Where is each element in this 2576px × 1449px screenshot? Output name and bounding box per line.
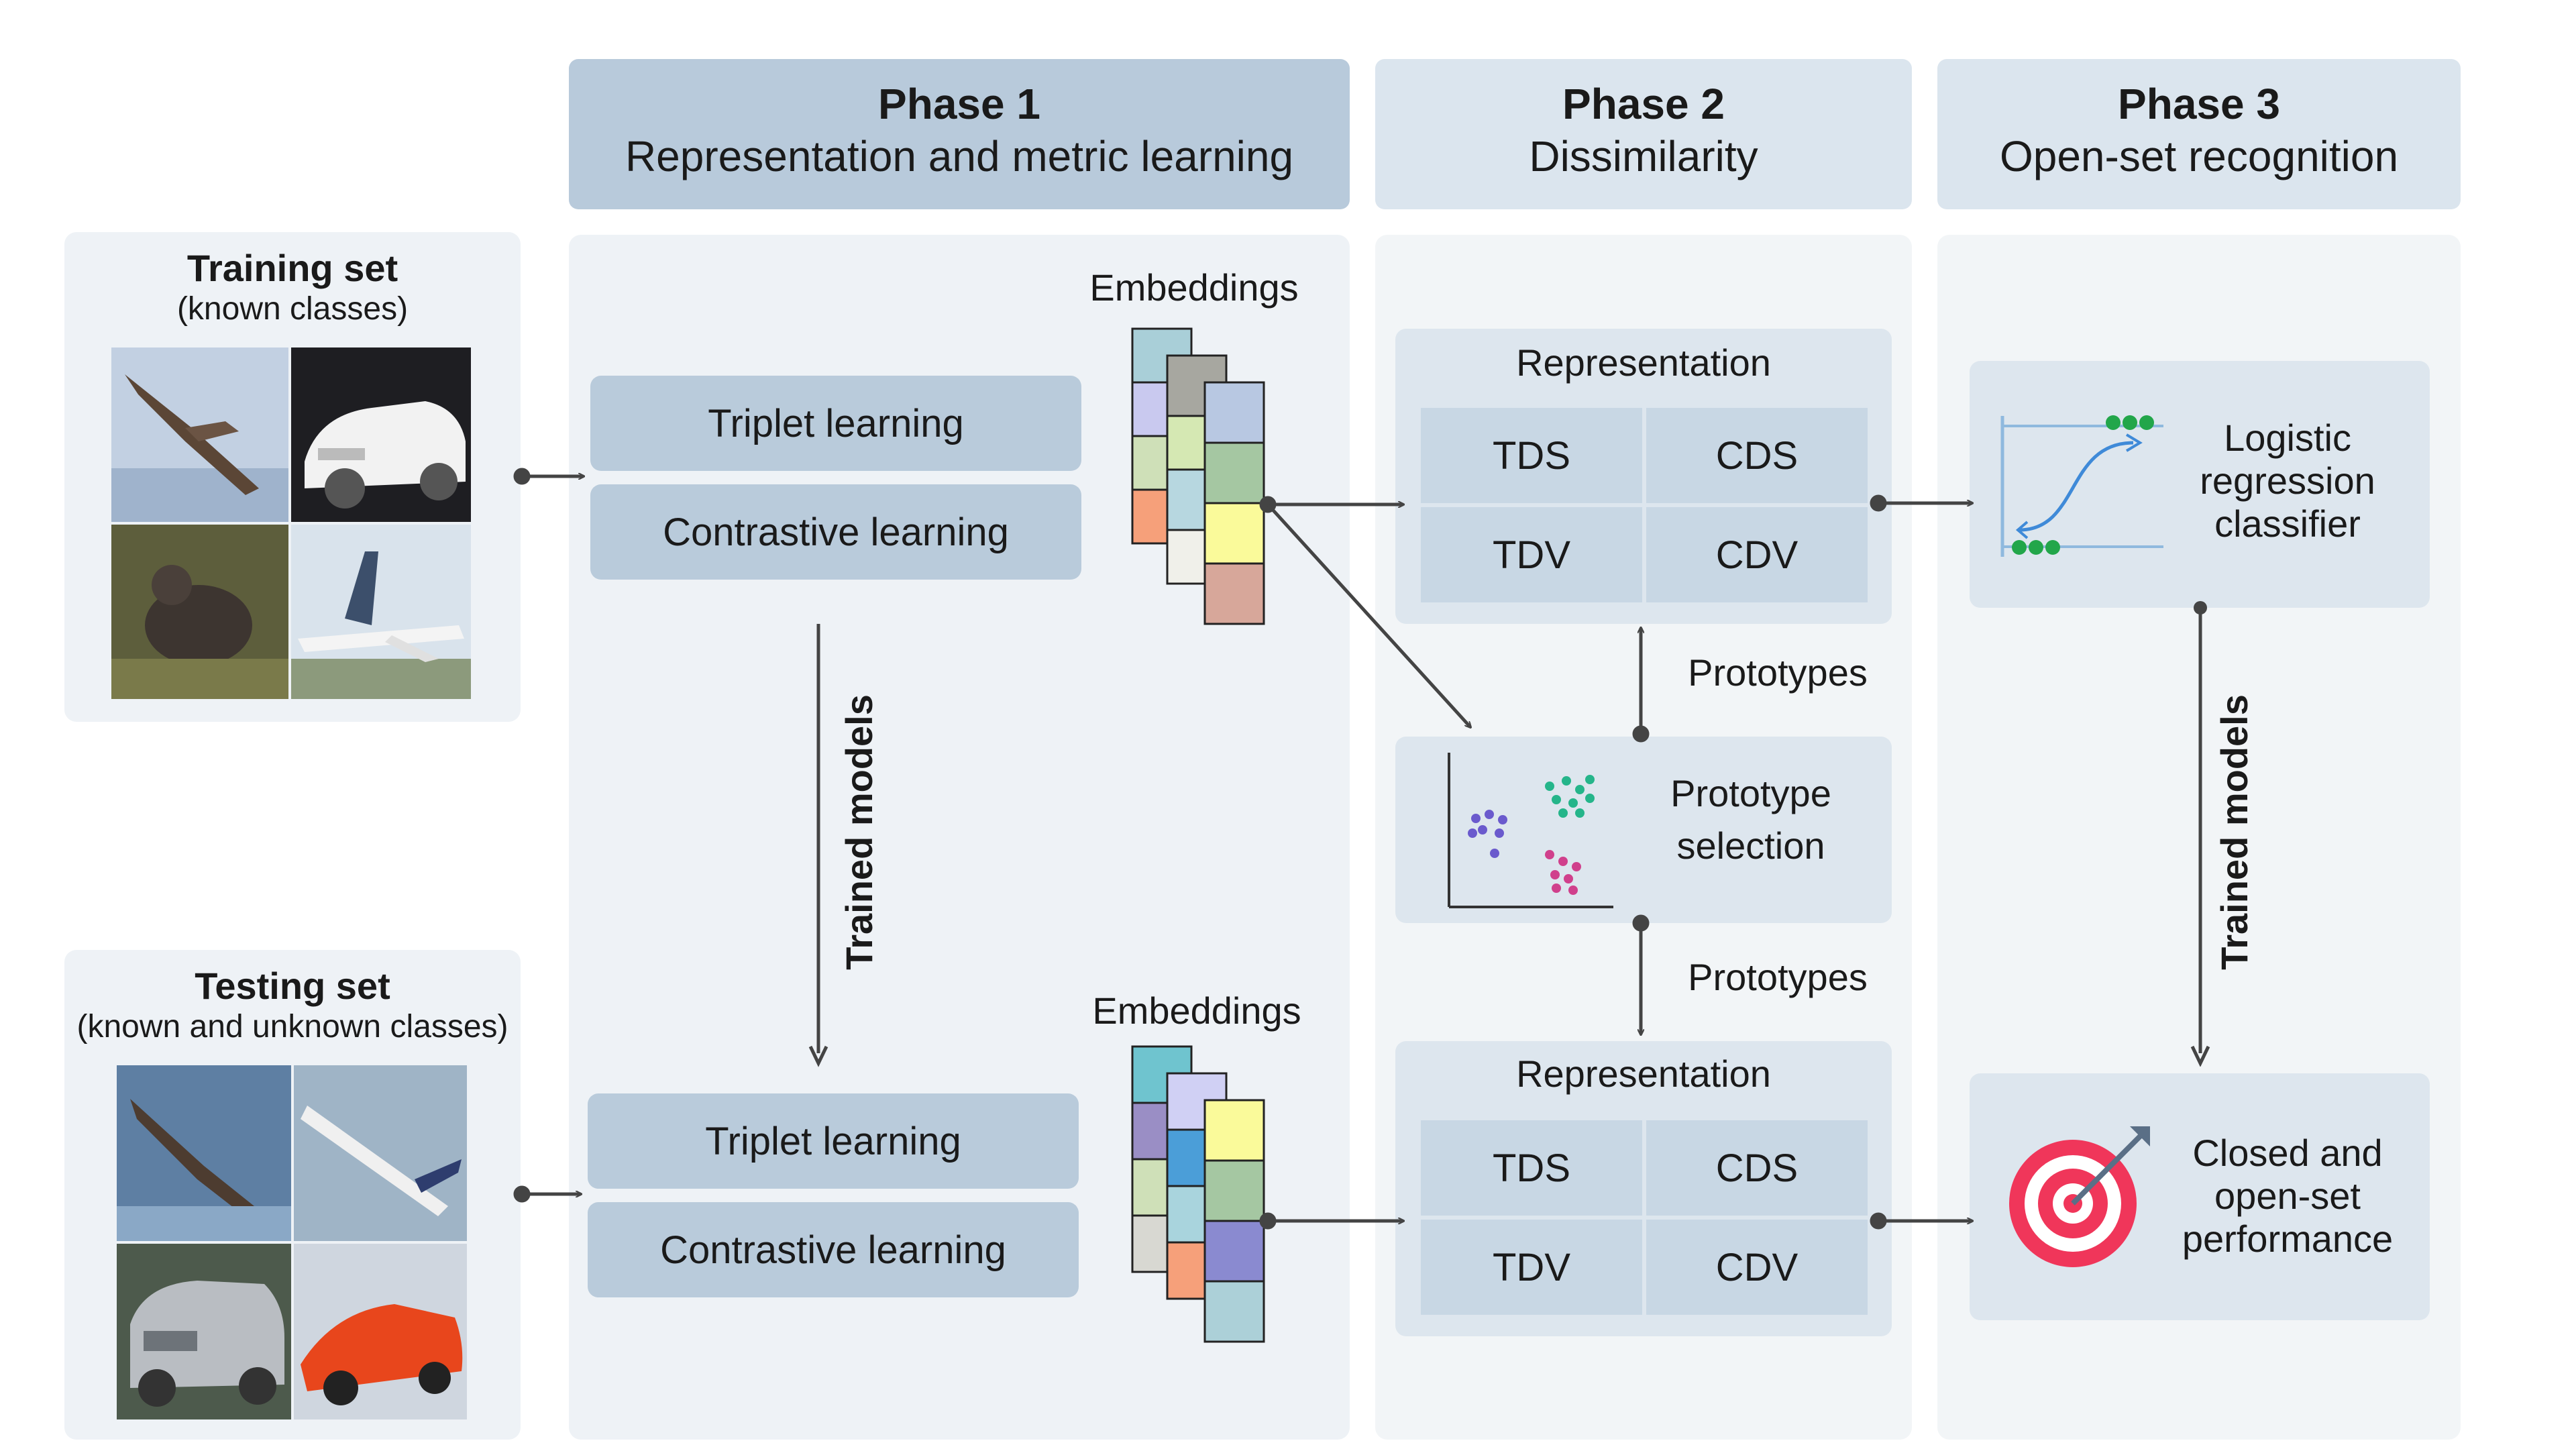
performance-line2: open-set — [2214, 1175, 2361, 1217]
phase2-title: Phase 2 — [1562, 80, 1725, 128]
embeddings-stack-top — [1131, 327, 1265, 625]
embeddings-stack-bottom — [1131, 1045, 1265, 1343]
rep-top-tdv: TDV — [1421, 507, 1642, 602]
testing-image-suv — [117, 1244, 291, 1419]
rep-bottom-cds: CDS — [1646, 1120, 1868, 1216]
triplet-learning-top: Triplet learning — [590, 376, 1081, 471]
phase2-subtitle: Dissimilarity — [1529, 132, 1758, 180]
phase1-title: Phase 1 — [878, 80, 1040, 128]
phase1-subtitle: Representation and metric learning — [625, 132, 1294, 180]
training-image-albatross-flying — [111, 347, 288, 522]
training-image-albatross-ground — [111, 525, 288, 699]
prototypes-label-top: Prototypes — [1688, 651, 1868, 694]
testing-image-jet — [294, 1065, 467, 1241]
sigmoid-icon — [2000, 415, 2163, 557]
scatter-icon — [1448, 753, 1613, 908]
triplet-learning-bottom: Triplet learning — [588, 1093, 1079, 1189]
prototype-selection-line1: Prototype — [1670, 772, 1831, 814]
training-image-airplane — [291, 525, 471, 699]
phase3-title: Phase 3 — [2118, 80, 2280, 128]
trained-models-label-phase1: Trained models — [837, 694, 880, 970]
trained-models-arrow-phase3 — [2190, 601, 2210, 1067]
testing-set-title: Testing set — [195, 965, 390, 1007]
rep-bottom-tdv: TDV — [1421, 1220, 1642, 1315]
prototype-selection-line2: selection — [1676, 824, 1825, 867]
trained-models-label-phase1-wrap: Trained models — [711, 694, 1006, 970]
trained-models-label-phase3-wrap: Trained models — [2086, 694, 2381, 970]
testing-image-sports-car — [294, 1244, 467, 1419]
contrastive-learning-top: Contrastive learning — [590, 484, 1081, 580]
prototypes-label-bottom: Prototypes — [1688, 956, 1868, 998]
phase3-header: Phase 3 Open-set recognition — [1937, 59, 2461, 209]
performance-line1: Closed and — [2192, 1132, 2383, 1174]
trained-models-label-phase3: Trained models — [2212, 694, 2255, 970]
training-set-subtitle: (known classes) — [176, 291, 409, 327]
performance-line3: performance — [2182, 1218, 2394, 1260]
rep-top-cdv: CDV — [1646, 507, 1868, 602]
embeddings-label-bottom: Embeddings — [1092, 989, 1301, 1032]
rep-top-tds: TDS — [1421, 408, 1642, 503]
trained-models-arrow-phase1 — [808, 624, 828, 1067]
logistic-regression-box — [1970, 361, 2430, 608]
classifier-line2: regression — [2200, 460, 2375, 502]
testing-set-subtitle: (known and unknown classes) — [76, 1009, 508, 1044]
rep-bottom-cdv: CDV — [1646, 1220, 1868, 1315]
target-icon — [2009, 1126, 2150, 1267]
rep-top-cds: CDS — [1646, 408, 1868, 503]
training-image-white-car — [291, 347, 471, 522]
contrastive-learning-bottom: Contrastive learning — [588, 1202, 1079, 1297]
phase3-subtitle: Open-set recognition — [1999, 132, 2399, 180]
representation-bottom-title: Representation — [1516, 1053, 1771, 1095]
training-set-title: Training set — [186, 247, 398, 289]
representation-top-title: Representation — [1516, 341, 1771, 384]
testing-image-albatross-sea — [117, 1065, 291, 1241]
phase2-header: Phase 2 Dissimilarity — [1375, 59, 1912, 209]
embeddings-label-top: Embeddings — [1089, 266, 1299, 309]
classifier-line3: classifier — [2214, 502, 2361, 545]
phase1-header: Phase 1 Representation and metric learni… — [569, 59, 1350, 209]
rep-bottom-tds: TDS — [1421, 1120, 1642, 1216]
classifier-line1: Logistic — [2224, 417, 2351, 459]
